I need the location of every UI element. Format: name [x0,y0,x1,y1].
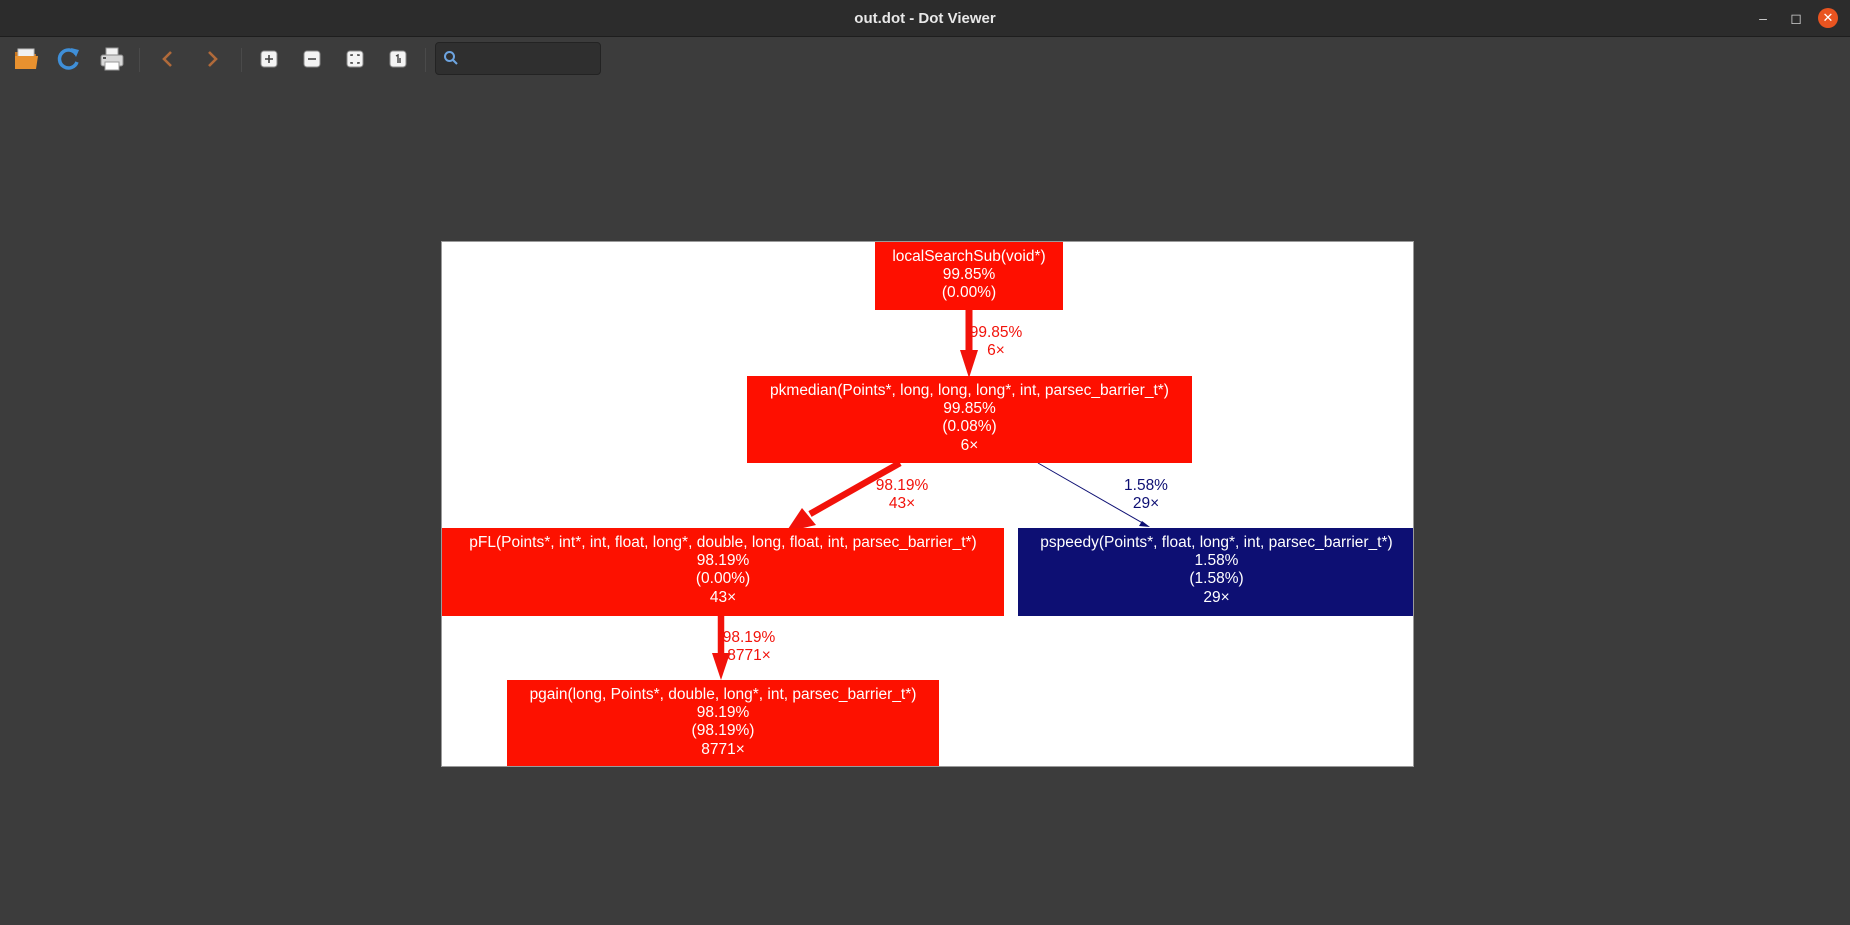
graph-node-pspeedy[interactable]: pspeedy(Points*, float, long*, int, pars… [1018,528,1413,616]
toolbar-separator [425,48,426,72]
zoom-fit-icon[interactable] [344,45,366,73]
edge-label-pkmedian-pfl[interactable]: 98.19% 43× [869,477,935,513]
edge-label-localsearchsub-pkmedian[interactable]: 99.85% 6× [966,324,1026,360]
open-folder-icon[interactable] [13,45,41,73]
print-icon[interactable] [98,45,126,73]
edge-percent: 98.19% [722,629,776,646]
node-name: pkmedian(Points*, long, long, long*, int… [770,382,1169,399]
maximize-button[interactable]: ◻ [1790,10,1802,26]
graph-node-pkmedian[interactable]: pkmedian(Points*, long, long, long*, int… [747,376,1192,463]
zoom-100-icon[interactable] [387,45,409,73]
node-total: 1.58% [1194,552,1239,570]
window-title: out.dot - Dot Viewer [854,10,996,27]
graph-node-pfl[interactable]: pFL(Points*, int*, int, float, long*, do… [442,528,1004,616]
reload-icon[interactable] [55,45,83,73]
search-input[interactable] [466,47,598,72]
edge-arrowhead [786,508,816,532]
edge-arrowhead [712,653,730,680]
edge-line-pkmedian-pfl [808,460,902,517]
node-total: 99.85% [943,400,996,418]
edge-label-pkmedian-pspeedy[interactable]: 1.58% 29× [1116,477,1176,513]
node-calls: 8771× [701,740,745,758]
edge-percent: 99.85% [969,324,1023,341]
close-button[interactable]: ✕ [1818,8,1838,28]
graph-edges [712,310,1150,680]
node-self: (0.00%) [695,570,751,588]
back-arrow-icon[interactable] [156,45,180,73]
edge-label-pfl-pgain[interactable]: 98.19% 8771× [714,629,784,665]
node-calls: 43× [709,588,737,606]
node-total: 98.19% [696,552,750,570]
edge-arrowhead [1139,521,1150,527]
node-self: (1.58%) [1189,570,1244,588]
edge-percent: 98.19% [875,477,929,494]
node-self: (0.00%) [941,284,997,302]
search-icon [444,51,458,65]
forward-arrow-icon[interactable] [200,45,224,73]
node-calls: 29× [1203,588,1230,606]
edge-line-pkmedian-pspeedy [1037,462,1147,526]
title-bar: out.dot - Dot Viewer – ◻ ✕ [0,0,1850,37]
graph-canvas[interactable]: localSearchSub(void*) 99.85% (0.00%) pkm… [441,241,1414,767]
node-name: pFL(Points*, int*, int, float, long*, do… [469,534,977,551]
node-name: pgain(long, Points*, double, long*, int,… [529,686,917,703]
toolbar-separator [241,48,242,72]
node-name: localSearchSub(void*) [892,248,1046,265]
edge-calls: 8771× [727,647,771,664]
zoom-in-icon[interactable] [258,45,280,73]
graph-node-pgain[interactable]: pgain(long, Points*, double, long*, int,… [507,680,939,766]
minimize-button[interactable]: – [1759,10,1767,26]
zoom-out-icon[interactable] [301,45,323,73]
edge-calls: 43× [888,495,916,512]
edge-arrowhead [960,350,978,378]
edge-calls: 6× [987,342,1005,359]
node-total: 99.85% [942,266,996,284]
toolbar [0,37,1850,81]
graph-node-localsearchsub[interactable]: localSearchSub(void*) 99.85% (0.00%) [875,242,1063,310]
node-self: (0.08%) [942,418,997,436]
search-box[interactable] [435,42,601,75]
toolbar-separator [139,48,140,72]
node-self: (98.19%) [691,722,755,740]
node-calls: 6× [960,436,979,454]
node-name: pspeedy(Points*, float, long*, int, pars… [1040,534,1393,551]
node-total: 98.19% [696,704,750,722]
edge-calls: 29× [1132,495,1160,512]
edge-percent: 1.58% [1124,477,1168,494]
